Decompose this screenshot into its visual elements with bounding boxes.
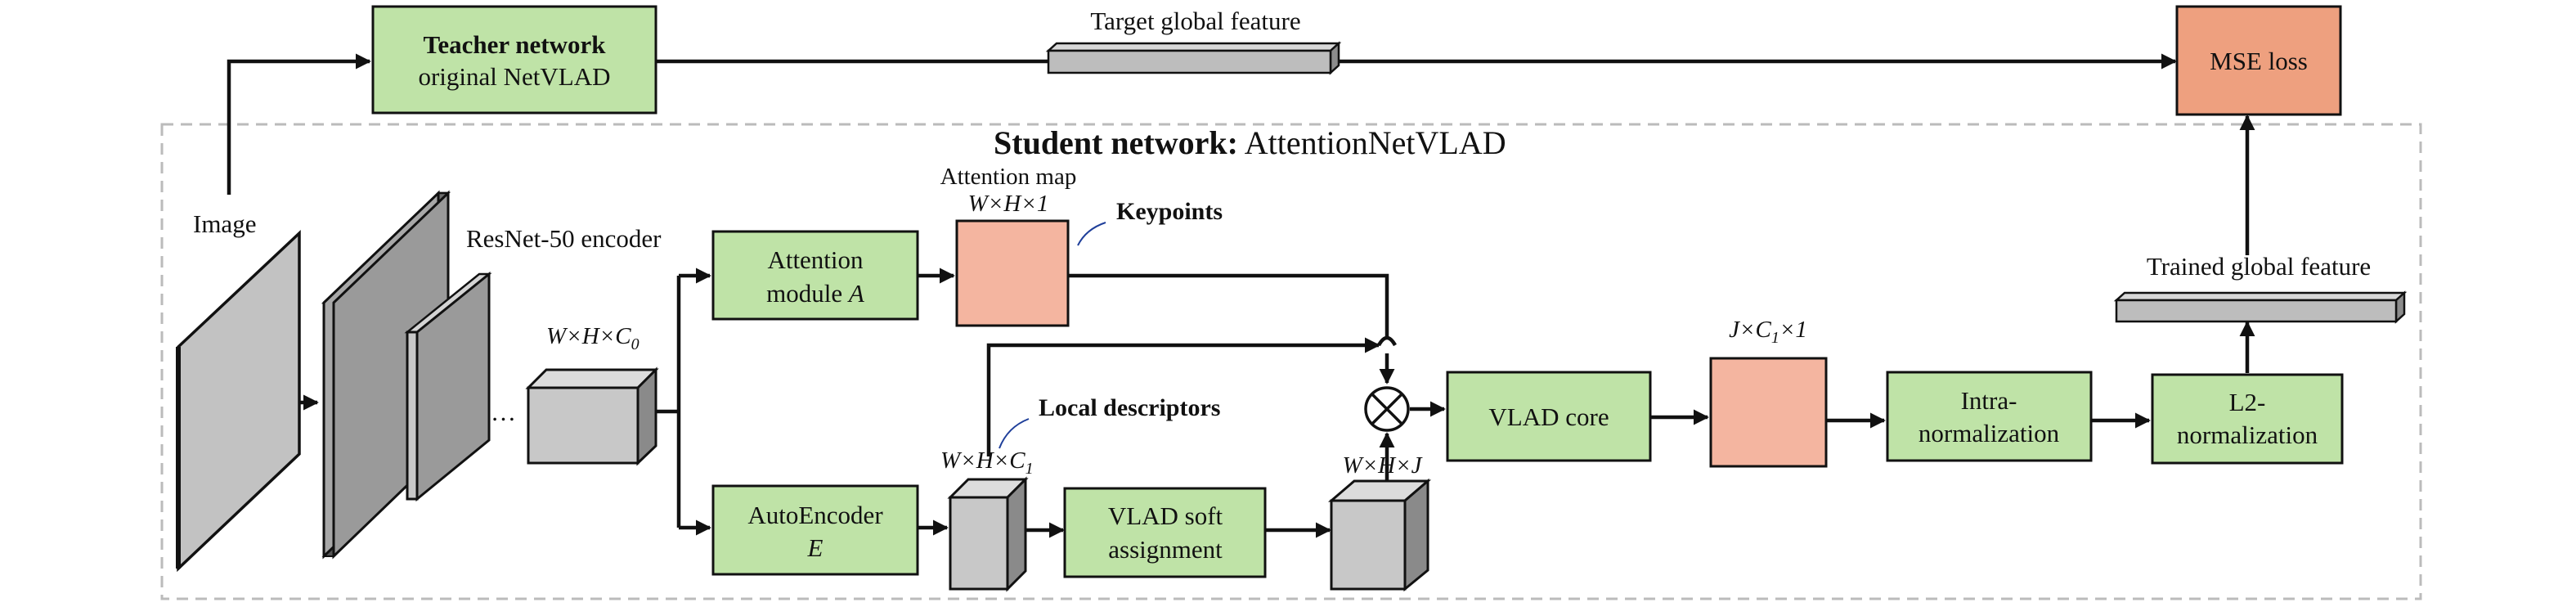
student-network-title: Student network: AttentionNetVLAD	[994, 124, 1506, 161]
keypoints-label: Keypoints	[1116, 198, 1223, 225]
mse-loss-box	[2175, 5, 2342, 116]
soft-assignment-cube	[1327, 478, 1432, 592]
trained-global-feature-label: Trained global feature	[2147, 252, 2371, 281]
encoder-output-dims: W×H×C0	[546, 323, 640, 353]
keypoints-pointer	[1077, 222, 1106, 246]
ellipsis: …	[491, 398, 516, 426]
local-descriptors-dims: W×H×C1	[940, 447, 1034, 478]
teacher-network-box	[371, 5, 657, 115]
vlad-soft-line1: VLAD soft	[1108, 501, 1223, 530]
l2-normalization-line1: L2-	[2229, 388, 2266, 416]
attention-map-label: Attention map	[940, 164, 1077, 190]
intra-normalization-line1: Intra-	[1961, 386, 2017, 415]
vlad-core-box	[1446, 371, 1652, 462]
intra-normalization-line2: normalization	[1919, 419, 2060, 447]
vlad-soft-line2: assignment	[1108, 535, 1223, 564]
l2-normalization-box	[2151, 373, 2344, 465]
resnet-slab-2	[404, 271, 492, 502]
student-network-frame	[160, 123, 2422, 600]
teacher-network-subtitle: original NetVLAD	[418, 62, 610, 91]
target-global-feature-label: Target global feature	[1090, 7, 1300, 35]
input-image-slab	[176, 229, 301, 573]
connector-descriptors-to-vladcore	[986, 337, 1380, 456]
connector-hop	[1377, 335, 1397, 347]
multiply-node	[1364, 386, 1410, 432]
local-descriptors-label: Local descriptors	[1039, 394, 1220, 421]
intra-normalization-box	[1886, 371, 2093, 462]
vlad-output-dims: J×C1×1	[1729, 317, 1807, 347]
local-descriptors-cube	[947, 476, 1029, 592]
encoder-output-cube	[525, 366, 659, 466]
mse-loss-label: MSE loss	[2210, 47, 2308, 75]
attention-module-box	[711, 230, 919, 321]
vlad-core-label: VLAD core	[1488, 402, 1609, 431]
autoencoder-box	[711, 484, 919, 576]
local-descriptors-pointer	[999, 418, 1030, 449]
l2-normalization-line2: normalization	[2177, 420, 2318, 449]
connector-image-to-teacher	[227, 53, 371, 195]
attention-module-line1: Attention	[767, 245, 864, 274]
soft-assignment-dims: W×H×J	[1342, 452, 1422, 479]
teacher-network-title: Teacher network	[423, 30, 606, 59]
target-global-feature-bar	[1045, 41, 1342, 75]
resnet-encoder-label: ResNet-50 encoder	[466, 224, 662, 253]
attention-map-dims: W×H×1	[968, 191, 1049, 217]
vlad-output-box	[1709, 357, 1828, 468]
attention-map-box	[955, 219, 1070, 327]
autoencoder-var: E	[807, 533, 824, 562]
autoencoder-line1: AutoEncoder	[747, 501, 883, 529]
trained-global-feature-bar	[2113, 290, 2408, 324]
connector-map-to-multiply	[1068, 273, 1389, 337]
vlad-soft-assignment-box	[1063, 487, 1267, 578]
attention-module-line2: module A	[766, 279, 865, 308]
image-label: Image	[193, 209, 256, 238]
